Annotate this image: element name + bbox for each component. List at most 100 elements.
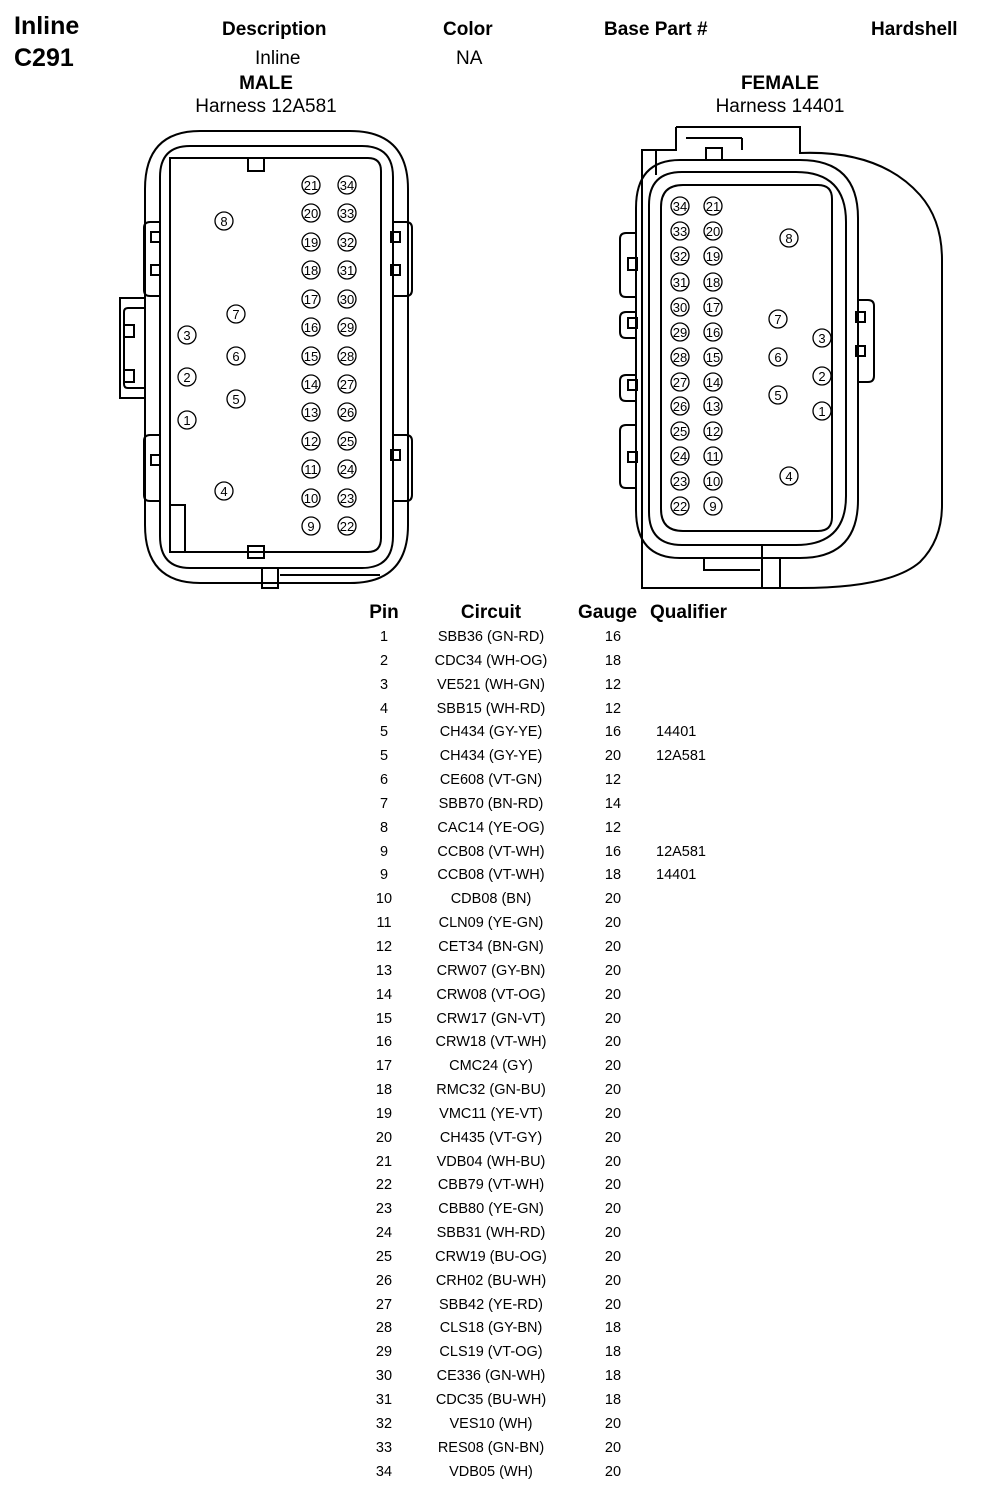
qualifier-cell [650,1270,766,1294]
svg-text:13: 13 [304,405,318,420]
pin-cell: 30 [375,1368,393,1385]
gauge-cell: 16 [604,724,622,741]
circuit-cell: CE608 (VT-GN) [439,772,543,789]
qualifier-cell [650,1389,766,1413]
circuit-cell: CRW08 (VT-OG) [436,986,546,1003]
gauge-cell: 20 [604,986,622,1003]
circuit-cell: VES10 (WH) [449,1415,533,1432]
pin-cell: 5 [379,724,389,741]
svg-text:14: 14 [304,377,318,392]
svg-text:18: 18 [706,275,720,290]
circuit-cell: VDB04 (WH-BU) [436,1153,546,1170]
svg-text:15: 15 [304,349,318,364]
circuit-cell: SBB42 (YE-RD) [439,1296,543,1313]
qualifier-column-header: Qualifier [650,602,728,623]
gauge-column-header: Gauge [578,602,638,623]
gauge-cell: 20 [604,1272,622,1289]
svg-text:30: 30 [340,292,354,307]
female-title: FEMALE [740,73,820,94]
circuit-cell: CLN09 (YE-GN) [438,915,544,932]
svg-text:2: 2 [183,370,190,385]
gauge-cell: 20 [604,748,622,765]
circuit-cell: RMC32 (GN-BU) [436,1082,546,1099]
description-label: Description [222,19,327,40]
circuit-column-header: Circuit [460,602,522,623]
gauge-cell: 18 [604,867,622,884]
gauge-cell: 20 [604,962,622,979]
gauge-cell: 12 [604,819,622,836]
circuit-cell: CRW19 (BU-OG) [435,1248,547,1265]
svg-text:28: 28 [673,350,687,365]
circuit-cell: CH434 (GY-YE) [439,748,543,765]
qualifier-cell [650,1055,766,1079]
svg-text:12: 12 [304,434,318,449]
female-pin-column-left [670,196,690,516]
gauge-cell: 20 [604,1463,622,1480]
circuit-cell: RES08 (GN-BN) [437,1439,545,1456]
circuit-cell: CBB80 (YE-GN) [438,1201,544,1218]
pin-cell: 21 [375,1153,393,1170]
pin-cell: 15 [375,1010,393,1027]
gauge-cell: 20 [604,1439,622,1456]
qualifier-cell [650,1198,766,1222]
circuit-cell: CDB08 (BN) [450,891,532,908]
svg-text:6: 6 [232,349,239,364]
qualifier-cell [650,1222,766,1246]
pin-cell: 33 [375,1439,393,1456]
svg-text:4: 4 [220,484,227,499]
svg-text:29: 29 [340,320,354,335]
svg-text:28: 28 [340,349,354,364]
svg-text:5: 5 [232,392,239,407]
svg-text:8: 8 [220,214,227,229]
svg-text:17: 17 [706,300,720,315]
male-pin-column-right [337,175,357,536]
pin-cell: 1 [379,629,389,645]
gauge-cell: 20 [604,1082,622,1099]
svg-text:31: 31 [673,275,687,290]
circuit-cell: CH435 (VT-GY) [439,1129,543,1146]
svg-text:4: 4 [785,469,792,484]
gauge-cell: 20 [604,938,622,955]
table-row: 33 RES08 (GN-BN) 20 [362,1437,766,1461]
gauge-cell: 20 [604,1129,622,1146]
circuit-cell: SBB36 (GN-RD) [437,629,545,645]
svg-text:23: 23 [673,474,687,489]
pin-cell: 14 [375,986,393,1003]
pin-cell: 16 [375,1034,393,1051]
gauge-cell: 12 [604,676,622,693]
svg-text:9: 9 [709,499,716,514]
svg-text:25: 25 [340,434,354,449]
circuit-cell: SBB15 (WH-RD) [436,700,546,717]
svg-text:27: 27 [340,377,354,392]
circuit-cell: CBB79 (VT-WH) [437,1177,545,1194]
qualifier-cell: 12A581 [656,748,706,765]
pin-cell: 7 [379,795,389,812]
svg-text:6: 6 [774,350,781,365]
gauge-cell: 12 [604,700,622,717]
svg-text:19: 19 [706,249,720,264]
female-pin-large [768,228,832,486]
svg-text:26: 26 [673,399,687,414]
qualifier-cell [650,769,766,793]
svg-text:10: 10 [706,474,720,489]
gauge-cell: 12 [604,772,622,789]
pin-cell: 22 [375,1177,393,1194]
connector-id: C291 [14,44,74,72]
gauge-cell: 20 [604,1105,622,1122]
svg-text:33: 33 [673,224,687,239]
qualifier-cell [650,1413,766,1437]
